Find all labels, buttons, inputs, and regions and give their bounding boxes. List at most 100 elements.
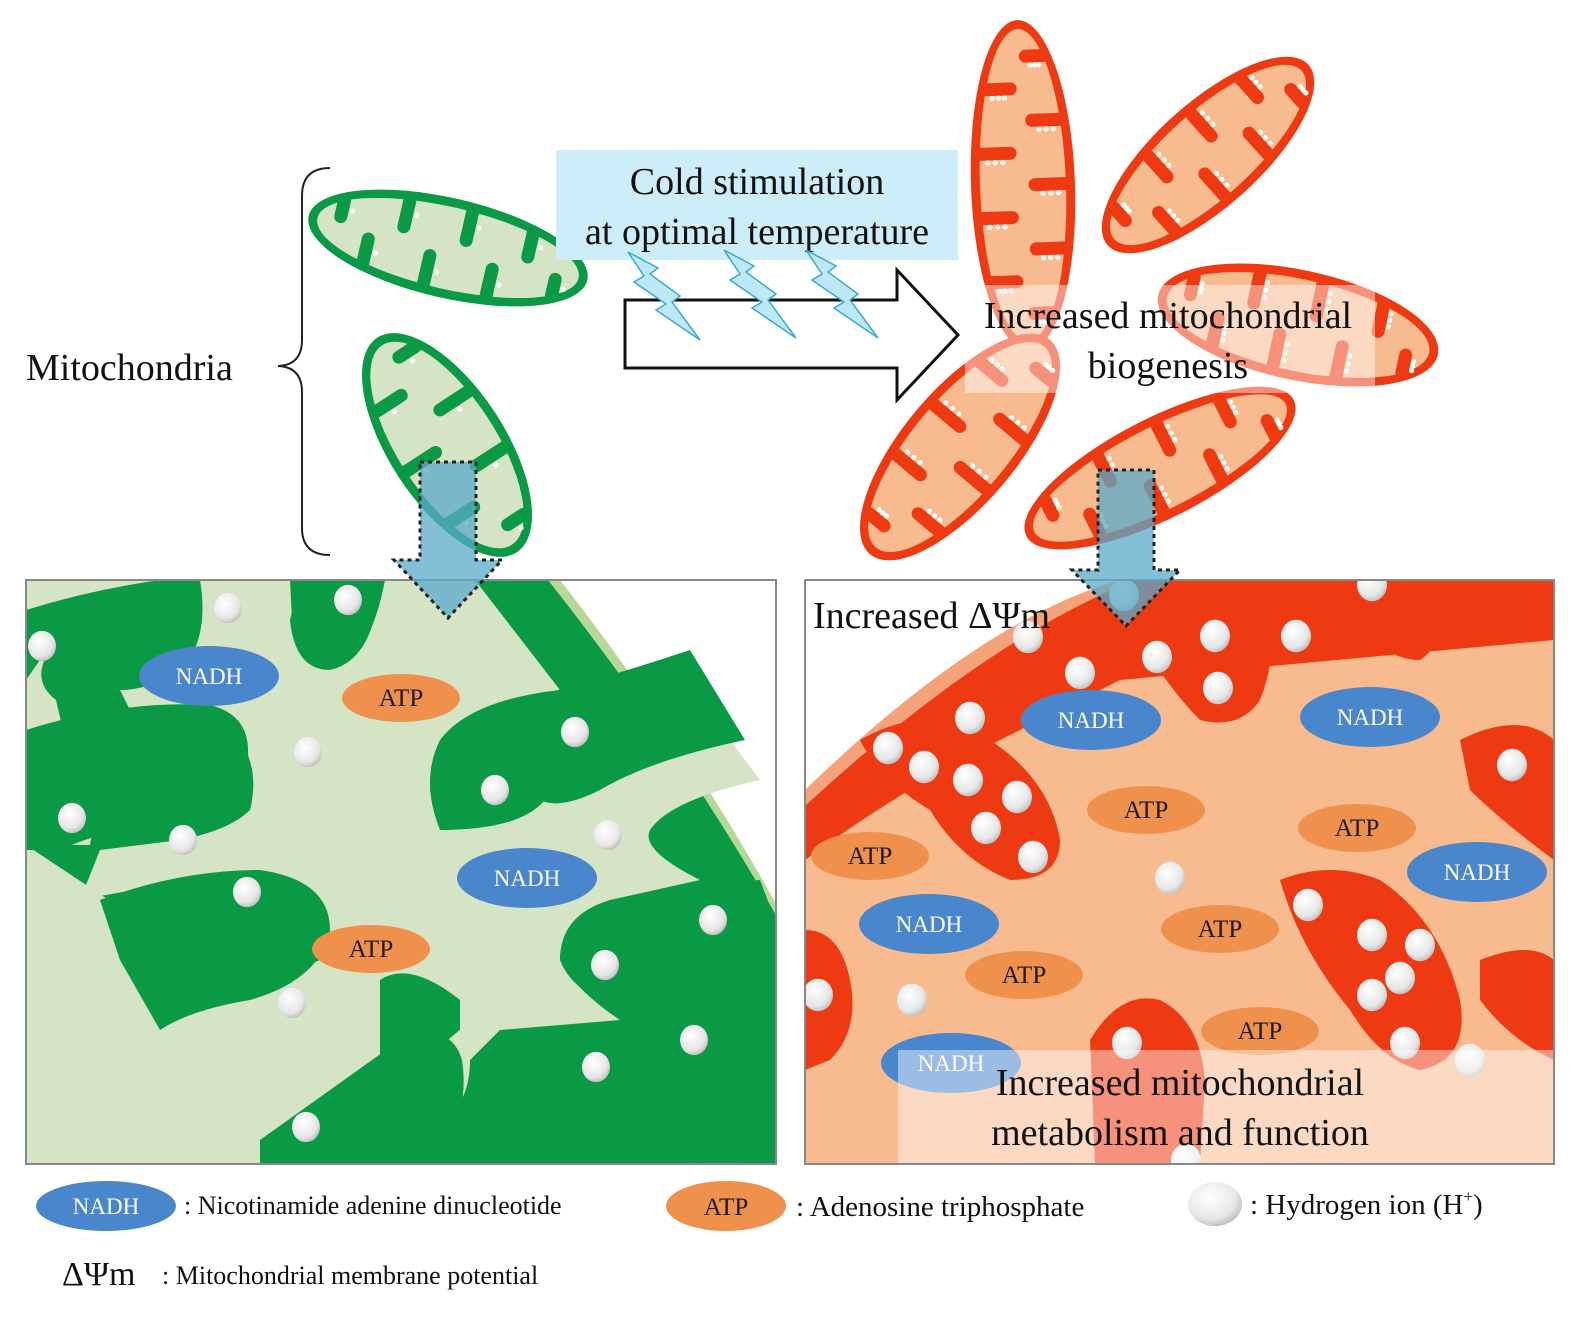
green-mito-top-crista: [545, 272, 562, 302]
red-mito-2-crista: [1284, 82, 1309, 109]
hydrogen-ion-icon: [561, 716, 589, 748]
red-matrix: [805, 580, 1554, 1164]
red-mito-1-dot: [992, 160, 998, 166]
red-mito-4-dot: [879, 510, 886, 516]
red-mito-1-crista: [975, 211, 1019, 226]
red-mito-1-dot: [1048, 190, 1054, 196]
green-mito-bottom-crista: [469, 440, 512, 473]
red-mito-5-crista: [1149, 417, 1177, 457]
red-mito-5-dot: [1227, 399, 1233, 405]
left-atp-1-label: ATP: [379, 685, 423, 712]
hydrogen-ion-icon: [805, 978, 833, 1012]
red-mito-1-crista: [986, 275, 1024, 290]
left-atp-2-ellipse: [312, 925, 430, 973]
red-mito-1-dot: [1000, 159, 1006, 166]
red-mito-3-dot: [1282, 349, 1288, 355]
left-nadh-1-ellipse: [139, 646, 279, 706]
red-mito-1-dot: [1036, 126, 1042, 132]
red-mito-5-dot: [1232, 409, 1239, 416]
red-mito-2-dot: [1126, 208, 1132, 214]
hydrogen-ion-icon: [594, 819, 622, 851]
right-nadh-3-ellipse: [1407, 842, 1547, 902]
left-atp-1-ellipse: [342, 674, 460, 722]
red-mito-1-dot: [987, 224, 993, 230]
red-mito-3-dot: [1387, 317, 1393, 323]
red-mito-4-dot: [1046, 364, 1052, 370]
hydrogen-ion-icon: [971, 811, 1001, 845]
hydrogen-ion-icon: [1357, 978, 1387, 1012]
red-mito-3-dot: [1199, 280, 1205, 286]
legend-atp-symbol: ATP: [704, 1194, 748, 1221]
red-mito-1-dot: [1001, 95, 1008, 101]
healthy-mitochondria-group: [308, 189, 588, 557]
green-mito-top: [308, 189, 588, 307]
red-mito-5-dot: [1230, 404, 1236, 410]
right-atp-4-ellipse: [1161, 905, 1279, 953]
hydrogen-ion-icon: [214, 592, 242, 624]
red-mito-1-crista: [1028, 176, 1073, 192]
right-atp-6-ellipse: [1201, 1007, 1319, 1055]
red-mito-1-dot: [1002, 288, 1008, 294]
red-mito-4-crista: [927, 397, 967, 433]
red-mito-4-dot: [983, 474, 989, 480]
green-mito-top-crista: [356, 232, 375, 269]
green-mito-bottom-crista: [392, 340, 422, 364]
red-mito-3-dot: [1280, 357, 1287, 363]
right-atp-3-ellipse: [811, 832, 929, 880]
green-mito-top-crista: [479, 262, 499, 303]
red-mito-4-dot: [883, 513, 889, 519]
red-mito-1-dot: [1045, 319, 1051, 325]
cold-stimulation-box: [556, 150, 958, 260]
hydrogen-ion-icon: [1455, 1043, 1485, 1077]
red-mito-1-dot: [1031, 62, 1037, 68]
green-mito-bottom-dot: [456, 406, 463, 412]
red-mito-5-crista: [1260, 414, 1282, 442]
red-mito-3-matrix: [1166, 272, 1430, 378]
red-crista-lobe: [1480, 950, 1554, 1060]
hydrogen-ion-icon: [1018, 840, 1048, 874]
red-mito-3-dot: [1198, 285, 1204, 291]
red-mito-3-dot: [1385, 324, 1391, 330]
right-nadh-4-ellipse: [859, 894, 999, 954]
red-mito-1: [970, 20, 1076, 350]
red-mito-1-dot: [1036, 319, 1042, 325]
zoom-arrow-right: [1068, 468, 1184, 629]
red-mito-4-dot: [917, 460, 923, 466]
red-mito-3-dot: [1219, 337, 1226, 343]
hydrogen-ion-icon: [1203, 671, 1233, 705]
red-mito-5-dot: [1109, 462, 1115, 468]
green-mito-top-dot: [414, 213, 420, 219]
red-mito-3-dot: [1197, 289, 1203, 295]
red-mito-2-dot: [1166, 208, 1173, 214]
red-mito-5-dot: [1218, 454, 1224, 460]
red-mito-4-dot: [904, 449, 911, 455]
right-atp-5-label: ATP: [1002, 962, 1046, 989]
red-mito-3-dot: [1345, 361, 1351, 367]
red-crista-lobe: [1460, 725, 1554, 860]
red-mito-2-dot: [1199, 110, 1206, 116]
red-mito-3-dot: [1408, 367, 1415, 374]
green-mito-bottom-crista: [370, 388, 408, 418]
left-nadh-2-ellipse: [457, 848, 597, 908]
red-mito-3-dot: [1409, 363, 1416, 369]
red-mito-1-dot: [1008, 288, 1014, 294]
left-nadh-1-label: NADH: [176, 664, 242, 689]
right-nadh-1-label: NADH: [1058, 708, 1124, 733]
hydrogen-ion-icon: [334, 584, 362, 616]
red-mito-5-dot: [1224, 466, 1230, 472]
red-mito-1-crista: [979, 82, 1017, 97]
red-mito-4: [859, 333, 1061, 561]
right-nadh-5-ellipse: [881, 1033, 1021, 1093]
red-mito-2-crista: [1184, 106, 1218, 143]
red-mito-4-matrix: [868, 342, 1052, 552]
red-mito-5-matrix: [1032, 394, 1288, 542]
red-mito-5-dot: [1274, 417, 1280, 423]
red-mito-1-crista: [1018, 49, 1050, 63]
green-mito-top-dot: [476, 225, 482, 232]
legend-atp-ellipse: [666, 1181, 786, 1231]
red-mito-4-dot: [949, 405, 956, 412]
red-mito-3-dot: [1263, 287, 1269, 293]
green-mito-top-dot: [496, 282, 502, 288]
biogenesis-label-backdrop: [965, 285, 1375, 393]
